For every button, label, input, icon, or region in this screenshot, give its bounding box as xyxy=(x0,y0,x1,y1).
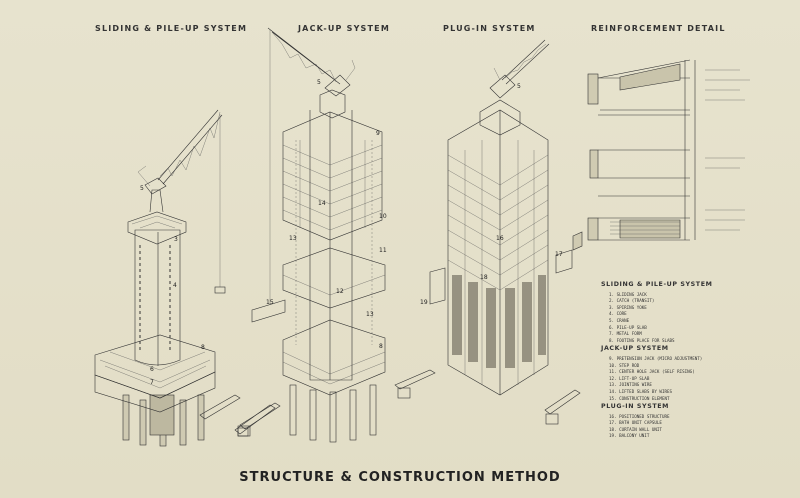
reinforcement-detail-drawing xyxy=(572,59,750,251)
heading-reinforcement-detail: REINFORCEMENT DETAIL xyxy=(591,24,726,33)
legend-heading-plugin: PLUG-IN SYSTEM xyxy=(601,403,669,411)
callouts-tower-sliding: 5 3 4 8 6 7 xyxy=(140,185,205,386)
legend-heading-jackup: JACK-UP SYSTEM xyxy=(601,345,669,353)
callout-6: 6 xyxy=(150,366,154,373)
legend-item: 2. CATCH (TRANSIT) xyxy=(609,298,655,304)
callout-9: 9 xyxy=(376,130,380,137)
callout-5: 5 xyxy=(317,79,321,86)
callout-8: 8 xyxy=(379,343,383,350)
callouts-tower-plugin: 5 16 17 18 19 xyxy=(420,83,563,306)
legend-item: 13. JOINTING WIRE xyxy=(609,382,652,388)
callout-13: 13 xyxy=(366,311,374,318)
heading-sliding-system: SLIDING & PILE-UP SYSTEM xyxy=(95,24,248,33)
callout-14: 14 xyxy=(318,200,326,207)
legend-item: 16. POSITIONED STRUCTURE xyxy=(609,413,670,419)
tower-jackup: 5 9 14 10 13 11 12 13 8 15 xyxy=(237,27,436,443)
callout-16: 16 xyxy=(496,235,504,242)
callout-13: 13 xyxy=(289,235,297,242)
callouts-tower-jackup: 5 9 14 10 13 11 12 13 8 15 xyxy=(266,79,387,350)
callout-12: 12 xyxy=(336,288,344,295)
legend-item: 3. SPIRING YOKE xyxy=(609,304,647,310)
legend-item: 4. CORE xyxy=(609,311,627,317)
heading-jackup-system: JACK-UP SYSTEM xyxy=(298,24,391,33)
callout-7: 7 xyxy=(150,379,154,386)
legend-heading-sliding: SLIDING & PILE-UP SYSTEM xyxy=(601,281,713,288)
heading-plugin-system: PLUG-IN SYSTEM xyxy=(443,24,536,33)
callout-18: 18 xyxy=(480,274,488,281)
callout-8: 8 xyxy=(201,344,205,351)
legend-item: 19. BALCONY UNIT xyxy=(609,433,650,439)
callout-17: 17 xyxy=(555,251,563,258)
callout-5: 5 xyxy=(517,83,521,90)
legend-item: 5. CRANE xyxy=(609,317,630,323)
legend-item: 8. FOOTING PLACE FOR SLABS xyxy=(609,337,675,343)
legend-item: 9. PRETENSION JACK (MICRO ADJUSTMENT) xyxy=(609,355,703,361)
tower-sliding-pileup: 5 3 4 8 6 7 xyxy=(94,109,276,447)
callout-19: 19 xyxy=(420,299,428,306)
callout-4: 4 xyxy=(173,282,177,289)
legend-item: 18. CURTAIN WALL UNIT xyxy=(609,426,662,432)
legend-item: 17. BATH UNIT CAPSULE xyxy=(609,420,662,426)
callout-15: 15 xyxy=(266,299,274,306)
legend-item: 15. CONSTRUCTION ELEMENT xyxy=(609,395,670,401)
legend-item: 6. PILE-UP SLAB xyxy=(609,324,647,330)
legend-item: 14. LIFTED SLABS BY WIRES xyxy=(609,388,673,394)
legend-item: 1. SLIDING JACK xyxy=(609,291,647,297)
callout-10: 10 xyxy=(379,213,387,220)
callout-5: 5 xyxy=(140,185,144,192)
legend: SLIDING & PILE-UP SYSTEM 1. SLIDING JACK… xyxy=(601,280,796,440)
main-title: STRUCTURE & CONSTRUCTION METHOD xyxy=(239,470,561,485)
tower-plugin: 5 16 17 18 19 xyxy=(420,39,581,425)
legend-item: 11. CENTER HOLE JACK (SELF RISING) xyxy=(609,369,695,375)
legend-item: 12. LIFT-UP SLAB xyxy=(609,375,650,381)
legend-item: 7. METAL FORM xyxy=(609,331,642,337)
callout-11: 11 xyxy=(379,247,387,254)
callout-3: 3 xyxy=(174,236,178,243)
legend-item: 10. STEP ROD xyxy=(609,362,640,368)
